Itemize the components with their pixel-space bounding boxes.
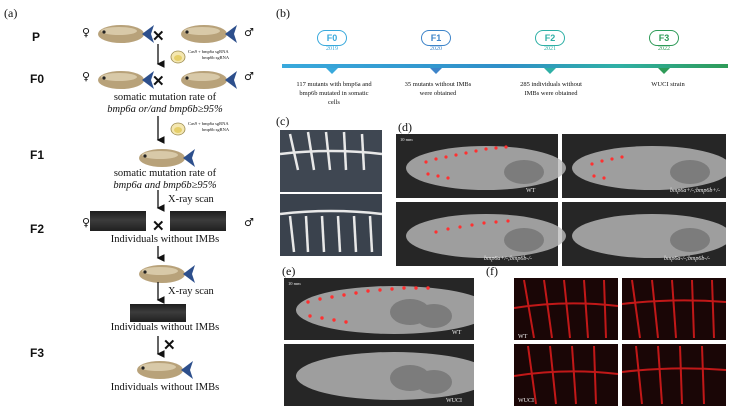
milestone-text-line: IMBs were obtained <box>524 90 578 97</box>
after-scan-text: Individuals without IMBs <box>110 322 220 333</box>
f0-text-line2: bmp6a or/and bmp6b≥95% <box>107 104 223 115</box>
xray-thumbnail <box>90 211 146 231</box>
fluorescence-label-wuci: WUCI <box>518 398 534 404</box>
cross-symbol-f0: ✕ <box>152 73 165 90</box>
gen-label-f1: F1 <box>30 148 45 162</box>
milestone-label: F2 <box>535 30 565 46</box>
milestone-label: F1 <box>421 30 451 46</box>
gen-label-f2: F2 <box>30 222 45 236</box>
micro-ct-image <box>280 130 382 256</box>
gen-label-p: P <box>32 30 41 44</box>
genotype-label-het: bmp6a+/-;bmp6b+/- <box>670 188 721 194</box>
petri-dish-icon <box>170 50 186 64</box>
f0-text-line1: somatic mutation rate of <box>113 92 217 103</box>
male-symbol-f0: ♂ <box>244 70 254 83</box>
f1-text-line1: somatic mutation rate of <box>113 168 217 179</box>
injection-label-line1: Cas9 + bmp6a sgRNA <box>188 49 229 54</box>
female-symbol-f0: ♀ <box>82 70 91 83</box>
injection-label-line2: bmp6b sgRNA <box>202 55 230 60</box>
timeline-bar <box>282 64 728 74</box>
milestone-text-f1: 35 mutants without IMBs were obtained <box>386 80 490 98</box>
panel-f-label: (f) <box>486 264 498 278</box>
panel-b-label: (b) <box>276 6 290 20</box>
xray-thumbnail <box>130 304 186 322</box>
xray-grid-e <box>284 278 474 406</box>
injection-label-line2: bmp6b sgRNA <box>202 127 230 132</box>
scale-label: 10 mm <box>400 137 413 142</box>
panel-c-label: (c) <box>276 114 290 128</box>
f2-text: Individuals without IMBs <box>110 234 220 245</box>
injection-label-line1: Cas9 + bmp6a sgRNA <box>188 121 229 126</box>
fish-icon <box>137 361 193 379</box>
fluorescence-label-wt: WT <box>518 334 528 340</box>
genotype-label-wt: WT <box>526 188 536 194</box>
fish-icon <box>98 25 154 43</box>
milestone-text-line: WUCI strain <box>651 81 685 88</box>
milestone-text-line: cells <box>328 99 340 106</box>
panel-a-label: (a) <box>4 6 18 20</box>
flow-arrows <box>156 44 165 358</box>
cross-symbol-p: ✕ <box>152 28 165 45</box>
milestone-f3: F3 2022 <box>648 30 680 52</box>
milestone-year: 2022 <box>658 46 670 52</box>
xray-grid-d <box>396 134 726 266</box>
f1-text-line2: bmp6a and bmp6b≥95% <box>113 180 217 191</box>
milestone-f0: F0 2019 <box>316 30 348 52</box>
milestone-label: F3 <box>649 30 679 46</box>
milestone-text-f3: WUCI strain <box>614 80 722 89</box>
male-symbol-f2: ♂ <box>244 216 254 229</box>
strain-label-wt: WT <box>452 330 462 336</box>
milestone-text-line: 117 mutants with bmp6a and <box>296 81 372 88</box>
milestone-year: 2019 <box>326 46 338 52</box>
strain-label-wuci: WUCI <box>446 398 462 404</box>
milestone-year: 2021 <box>544 46 556 52</box>
milestone-text-f2: 285 individuals without IMBs were obtain… <box>496 80 606 98</box>
milestone-f1: F1 2020 <box>420 30 452 52</box>
female-symbol-p: ♀ <box>82 26 91 39</box>
fish-icon <box>139 265 195 283</box>
milestone-text-line: bmp6b mutated in somatic <box>299 90 369 97</box>
petri-dish-icon <box>170 122 186 136</box>
milestone-text-line: were obtained <box>419 90 457 97</box>
gen-label-f0: F0 <box>30 72 45 86</box>
genotype-label-ko: bmp6a-/-;bmp6b-/- <box>664 256 710 262</box>
panel-d-label: (d) <box>398 120 412 134</box>
f3-text: Individuals without IMBs <box>110 382 220 393</box>
panel-e-label: (e) <box>282 264 296 278</box>
genotype-label-het-ko: bmp6a+/-;bmp6b-/- <box>484 256 533 262</box>
milestone-text-line: 35 mutants without IMBs <box>404 81 472 88</box>
milestone-year: 2020 <box>430 46 442 52</box>
scale-label: 10 mm <box>288 281 301 286</box>
cross-symbol-f3: ✕ <box>163 337 176 354</box>
fish-icon <box>181 25 237 43</box>
cross-symbol-f2: ✕ <box>152 218 165 235</box>
milestone-text-f0: 117 mutants with bmp6a and bmp6b mutated… <box>282 80 386 107</box>
fluorescence-grid <box>514 278 726 406</box>
milestone-f2: F2 2021 <box>534 30 566 52</box>
xray-thumbnail <box>170 211 226 231</box>
male-symbol-p: ♂ <box>244 26 254 39</box>
xray-scan-label-1: X-ray scan <box>168 194 214 205</box>
fish-icon <box>98 71 154 89</box>
gen-label-f3: F3 <box>30 346 45 360</box>
female-symbol-f2: ♀ <box>82 216 91 229</box>
fish-icon <box>139 149 195 167</box>
fish-icon <box>181 71 237 89</box>
milestone-label: F0 <box>317 30 347 46</box>
xray-scan-label-2: X-ray scan <box>168 286 214 297</box>
milestone-text-line: 285 individuals without <box>520 81 582 88</box>
